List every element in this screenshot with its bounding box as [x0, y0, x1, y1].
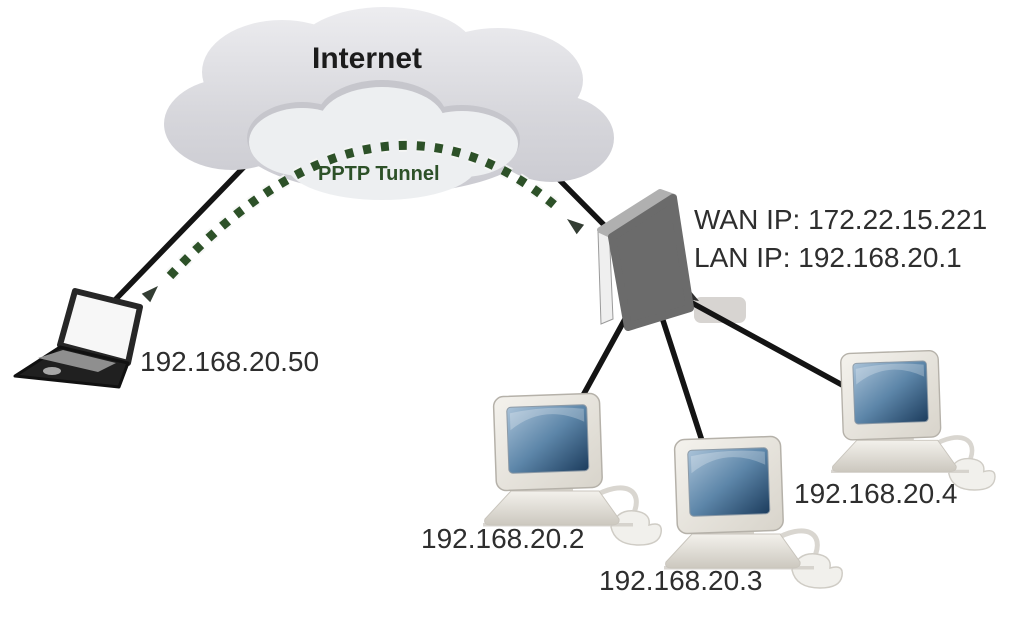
- pc2-ip-label: 192.168.20.3: [599, 565, 763, 596]
- router-icon: [597, 189, 694, 331]
- pc1-ip-label: 192.168.20.2: [421, 523, 585, 554]
- tunnel-arrow-right-icon: [567, 219, 585, 235]
- laptop-keyboard: [38, 350, 116, 372]
- router-lan-ip-label: LAN IP: 192.168.20.1: [694, 242, 962, 273]
- laptop-base: [13, 345, 130, 389]
- router-front-face: [608, 194, 694, 331]
- laptop-touchpad: [43, 367, 61, 375]
- link-router-pc2: [655, 302, 708, 453]
- pptp-tunnel-path: [166, 141, 561, 280]
- laptop-ip-label: 192.168.20.50: [140, 346, 319, 377]
- router-wan-ip-label: WAN IP: 172.22.15.221: [694, 204, 987, 235]
- pc3-ip-label: 192.168.20.4: [794, 478, 958, 509]
- internet-label: Internet: [312, 42, 422, 75]
- tunnel-arrow-left-icon: [141, 286, 158, 303]
- link-router-pc3: [669, 289, 858, 395]
- pptp-tunnel-label: PPTP Tunnel: [318, 163, 440, 185]
- laptop-icon: [13, 288, 143, 389]
- pc3-icon: [831, 350, 995, 490]
